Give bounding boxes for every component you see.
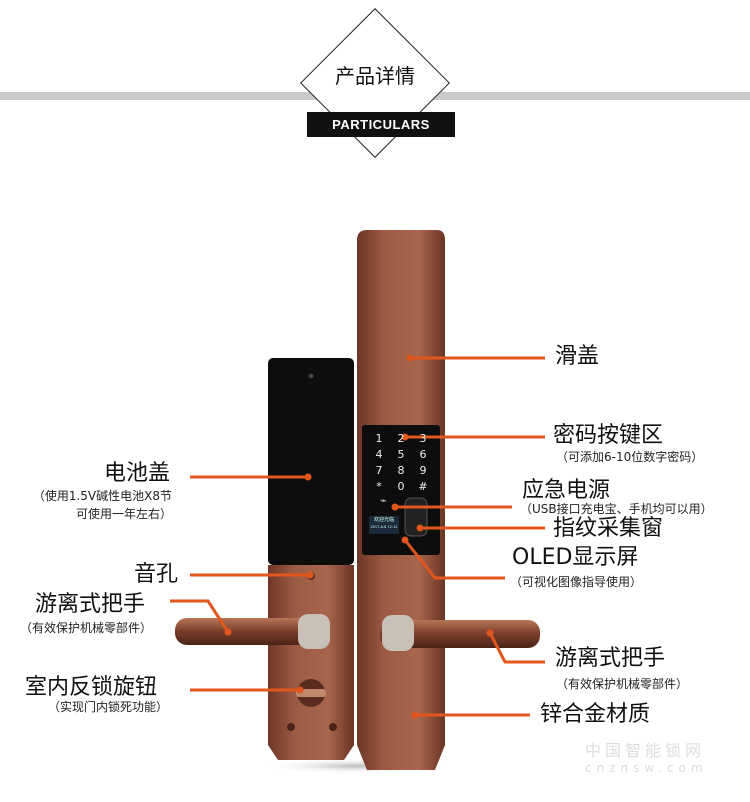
key[interactable]: 5: [397, 448, 405, 461]
key[interactable]: 0: [397, 480, 405, 493]
key[interactable]: 4: [375, 448, 383, 461]
oled-date-text: 2017-8-8 12:12: [370, 525, 398, 529]
keypad-grid: 1 2 3 4 5 6 7 8 9 * 0 #: [368, 432, 434, 493]
interior-handle: [175, 618, 330, 645]
label-handle-left: 游离式把手: [35, 592, 146, 617]
exterior-handle: [380, 620, 540, 648]
watermark-line1: 中国智能锁网: [585, 741, 706, 760]
label-emergency-power: 应急电源: [522, 478, 611, 503]
note-keypad: （可添加6-10位数字密码）: [556, 450, 704, 464]
key[interactable]: 7: [375, 464, 383, 477]
oled-display: 欢迎光临 2017-8-8 12:12: [369, 517, 399, 531]
key[interactable]: *: [376, 480, 382, 493]
label-fingerprint: 指纹采集窗: [553, 516, 664, 541]
label-battery-cover: 电池盖: [103, 461, 170, 486]
note-battery-cover-2: 可使用一年左右）: [75, 507, 172, 521]
note-handle-left: （有效保护机械零部件）: [20, 621, 153, 635]
key[interactable]: 9: [419, 464, 427, 477]
battery-cover: [268, 358, 354, 565]
nfc-icon: ⌁: [380, 494, 387, 507]
label-slide-cover: 滑盖: [555, 344, 600, 369]
key[interactable]: #: [418, 480, 428, 493]
label-material: 锌合金材质: [540, 702, 651, 727]
key[interactable]: 2: [397, 432, 405, 445]
note-oled: （可视化图像指导使用）: [510, 575, 643, 589]
fingerprint-window: [404, 497, 428, 537]
label-handle-right: 游离式把手: [555, 646, 666, 671]
note-knob: （实现门内锁死功能）: [48, 700, 169, 714]
interior-lock-body: [268, 565, 354, 760]
key[interactable]: 8: [397, 464, 405, 477]
label-keypad: 密码按键区: [553, 423, 664, 448]
note-emergency-power: （USB接口充电宝、手机均可以用）: [520, 502, 713, 516]
label-oled: OLED显示屏: [512, 545, 639, 570]
note-battery-cover-1: （使用1.5V碱性电池X8节: [32, 489, 172, 503]
oled-screen: [369, 516, 399, 534]
key[interactable]: 1: [375, 432, 383, 445]
oled-welcome-text: 欢迎光临: [373, 517, 394, 523]
key[interactable]: 6: [419, 448, 427, 461]
page-subtitle-badge: PARTICULARS: [307, 112, 455, 137]
key[interactable]: 3: [419, 432, 427, 445]
page-title: 产品详情: [335, 64, 415, 88]
callout-lines: [170, 356, 545, 717]
label-knob: 室内反锁旋钮: [25, 675, 158, 700]
watermark: 中国智能锁网 cnznsw.com: [585, 737, 708, 775]
note-handle-right: （有效保护机械零部件）: [556, 677, 689, 691]
label-speaker: 音孔: [133, 562, 178, 587]
watermark-line2: cnznsw.com: [585, 761, 708, 775]
